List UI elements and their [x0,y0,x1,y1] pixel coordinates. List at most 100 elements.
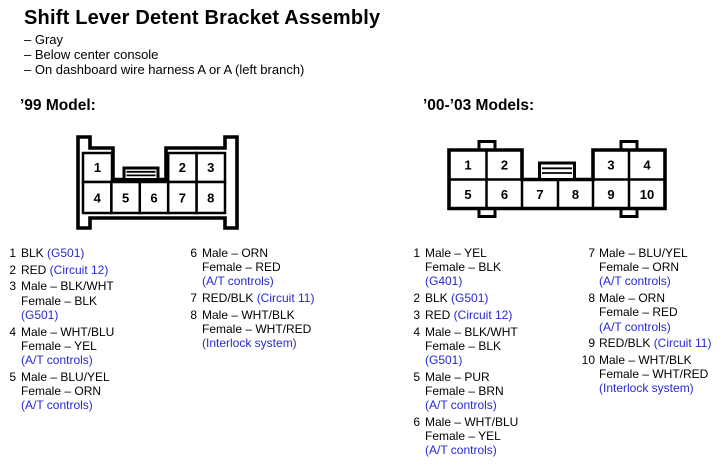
pin-entry: 4 Male – BLK/WHT Female – BLK (G501) [407,325,518,368]
connector-cavity [81,151,114,184]
pin-number: 9 [588,336,595,351]
pin-desc: RED/BLK (Circuit 11) [599,336,711,350]
wire-color: RED/BLK [599,336,654,351]
heading-00-03-models: ’00-’03 Models: [423,97,535,114]
pin-number: 7 [190,291,197,306]
pin-entry: 2 RED (Circuit 12) [2,263,114,277]
note-line: – On dashboard wire harness A or A (left… [24,62,305,78]
pin-desc: Male – WHT/BLK Female – WHT/RED (Interlo… [599,353,708,396]
pin-entry: 9 RED/BLK (Circuit 11) [578,336,711,350]
pin-entry: 4 Male – WHT/BLU Female – YEL (A/T contr… [2,325,114,368]
pin-number: 10 [581,352,595,367]
note-line: – Below center console [24,47,159,63]
wire-color: Male – BLU/YEL [21,369,110,384]
circuit-ref: (Circuit 11) [653,336,712,351]
cavity-number: 3 [607,158,614,173]
pin-number: 5 [9,369,16,384]
wire-color: Female – ORN [21,383,102,398]
pin-desc: Male – ORN Female – RED (A/T controls) [202,246,281,289]
pin-number: 3 [9,279,16,294]
pin-desc: Male – BLU/YEL Female – ORN (A/T control… [599,246,688,289]
cavity-number: 5 [464,187,471,202]
pin-entry: 7 Male – BLU/YEL Female – ORN (A/T contr… [578,246,711,289]
connector-cavity [195,151,227,184]
pin-list-99-col2: 6 Male – ORN Female – RED (A/T controls)… [185,246,314,353]
connector-diagram-99: 1 2 3 4 5 6 7 8 [76,135,239,230]
pin-number: 3 [413,307,420,322]
pin-entry: 3 Male – BLK/WHT Female – BLK (G501) [2,279,114,322]
pin-desc: BLK (G501) [425,291,488,305]
wire-color: Female – ORN [599,260,680,275]
wire-color: Male – ORN [202,246,269,260]
heading-99-model: ’99 Model: [20,97,96,114]
circuit-ref: (G401) [425,274,463,289]
connector-cavity [166,180,198,215]
cavity-number: 6 [150,191,157,206]
pin-list-0003-col2: 7 Male – BLU/YEL Female – ORN (A/T contr… [578,246,712,398]
wire-color: Male – BLK/WHT [21,279,114,294]
pin-list-99-col1: 1 BLK (G501) 2 RED (Circuit 12) 3 Male –… [2,246,114,415]
pin-desc: BLK (G501) [21,246,84,260]
pin-entry: 6 Male – WHT/BLU Female – YEL (A/T contr… [407,415,518,458]
wire-color: Female – BLK [425,260,502,275]
circuit-ref: (A/T controls) [425,443,497,458]
pin-desc: Male – BLU/YEL Female – ORN (A/T control… [21,370,110,413]
pin-entry: 1 BLK (G501) [2,246,114,260]
wire-color: Male – WHT/BLU [21,324,115,339]
pin-number: 1 [9,246,16,260]
connector-latch-line [542,167,572,174]
pin-number: 4 [9,324,16,339]
wire-color: RED [425,307,454,322]
cavity-number: 5 [122,191,129,206]
notes-list: – Gray – Below center console – On dashb… [24,32,304,78]
wire-color: Female – BRN [425,383,504,398]
page-title: Shift Lever Detent Bracket Assembly [24,7,381,29]
cavity-number: 7 [536,187,543,202]
pin-desc: RED/BLK (Circuit 11) [202,291,314,305]
wire-color: Male – ORN [599,291,666,306]
pin-number: 4 [413,324,420,339]
circuit-ref: (A/T controls) [21,352,93,367]
pin-number: 2 [9,262,16,277]
wire-color: Female – BLK [425,338,502,353]
pin-list-0003-col1: 1 Male – YEL Female – BLK (G401) 2 BLK (… [407,246,518,460]
connector-cavity [195,180,227,215]
pin-entry: 10 Male – WHT/BLK Female – WHT/RED (Inte… [578,353,711,396]
cavity-number: 4 [643,158,651,173]
pin-desc: Male – WHT/BLU Female – YEL (A/T control… [425,415,518,458]
cavity-number: 2 [501,158,508,173]
wire-color: Female – YEL [425,428,501,443]
cavity-number: 8 [572,187,579,202]
circuit-ref: (A/T controls) [21,398,93,413]
pin-entry: 8 Male – ORN Female – RED (A/T controls) [578,291,711,334]
cavity-number: 3 [207,160,214,175]
note-line: – Gray [24,32,64,47]
pin-desc: RED (Circuit 12) [21,263,108,277]
wire-color: Male – PUR [425,369,490,384]
connector-diagram-00-03: 1 2 3 4 5 6 7 8 9 10 [447,140,667,218]
wire-color: Male – WHT/BLU [425,414,519,429]
pin-entry: 3 RED (Circuit 12) [407,308,518,322]
cavity-number: 9 [607,187,614,202]
pin-desc: Male – YEL Female – BLK (G401) [425,246,501,289]
circuit-ref: (Interlock system) [202,336,297,351]
circuit-ref: (A/T controls) [599,274,671,289]
circuit-ref: (Circuit 12) [453,307,513,322]
circuit-ref: (Circuit 11) [256,291,315,306]
connector-cavity [138,180,170,215]
pin-number: 6 [190,246,197,260]
circuit-ref: (A/T controls) [202,274,274,289]
cavity-number: 2 [179,160,186,175]
cavity-number: 1 [464,158,471,173]
wire-color: BLK [425,291,452,306]
pin-number: 8 [588,291,595,306]
circuit-ref: (Interlock system) [599,381,694,396]
pin-entry: 1 Male – YEL Female – BLK (G401) [407,246,518,289]
circuit-ref: (Circuit 12) [49,262,109,277]
wire-color: Male – YEL [425,246,487,260]
wire-color: Female – WHT/RED [599,367,709,382]
wire-color: RED [21,262,50,277]
pin-desc: Male – ORN Female – RED (A/T controls) [599,291,678,334]
cavity-number: 7 [179,191,186,206]
connector-latch-line [126,170,156,177]
